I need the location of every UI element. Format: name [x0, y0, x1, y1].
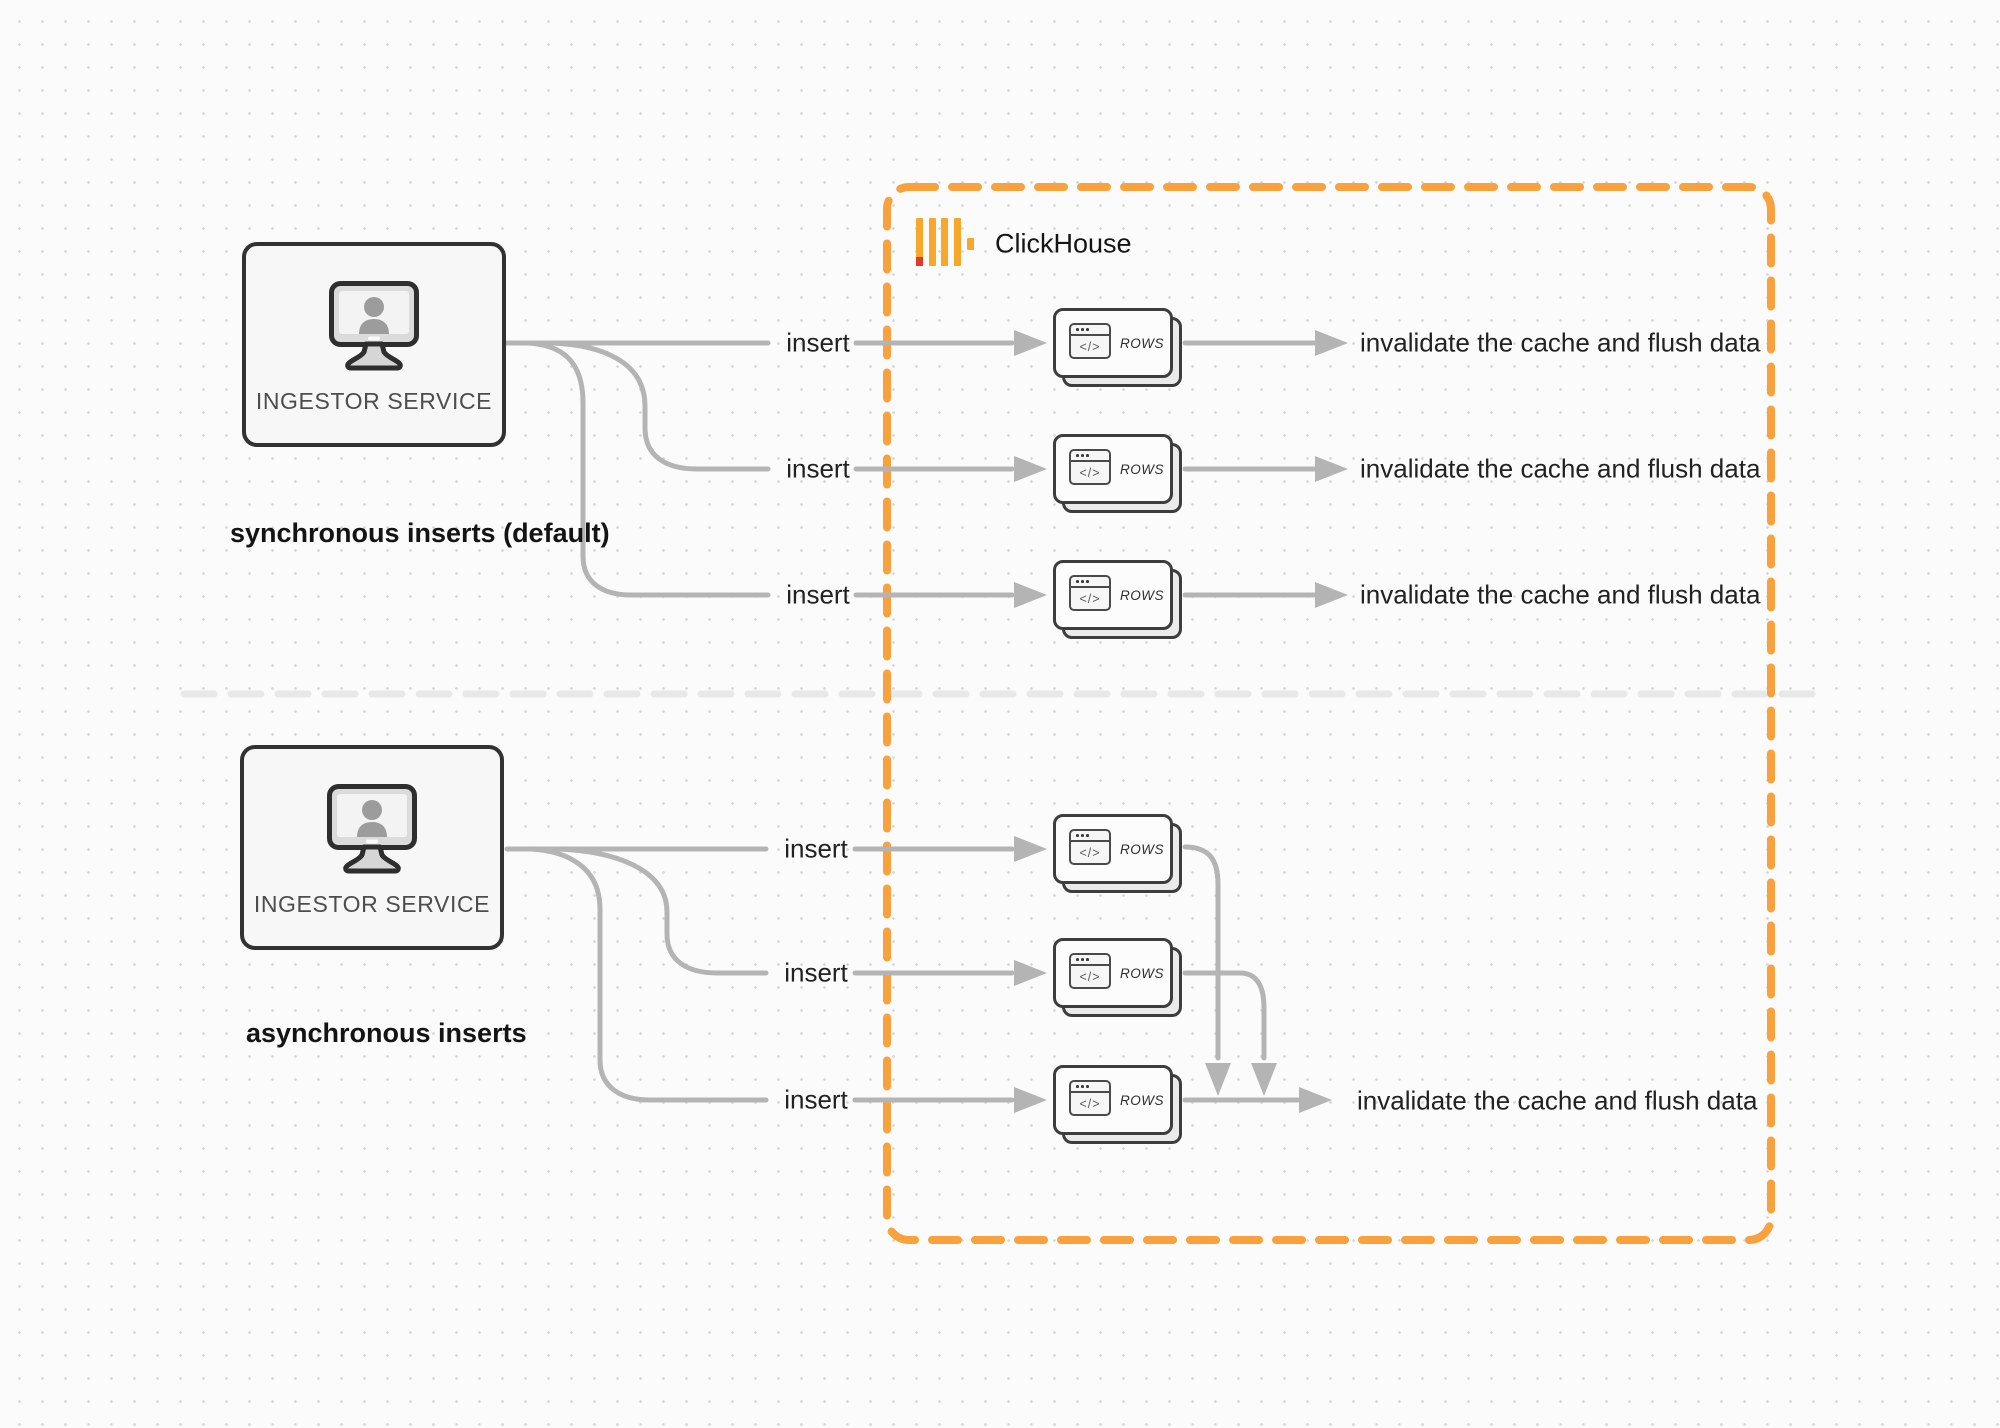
sync-ingestor-label: INGESTOR SERVICE	[255, 388, 493, 414]
rows-label: ROWS	[1120, 841, 1164, 857]
rows-label: ROWS	[1120, 587, 1164, 603]
code-glyph: </>	[1079, 465, 1101, 480]
browser-window-icon: </>	[1069, 575, 1111, 611]
async-rows-card-2: </> ROWS	[1053, 938, 1185, 1020]
arrowheads	[1014, 330, 1348, 1113]
async-caption: asynchronous inserts	[246, 1018, 527, 1048]
code-glyph: </>	[1079, 339, 1101, 354]
browser-window-icon: </>	[1069, 953, 1111, 989]
code-glyph: </>	[1079, 969, 1101, 984]
sync-rows-card-3: </> ROWS	[1053, 560, 1185, 642]
async-insert-label-3: insert	[784, 1084, 848, 1115]
clickhouse-label: ClickHouse	[995, 228, 1132, 259]
sync-insert-label-1: insert	[786, 327, 850, 358]
sync-rows-card-1: </> ROWS	[1053, 308, 1185, 390]
clickhouse-bars-icon	[916, 218, 978, 266]
sync-caption: synchronous inserts (default)	[230, 518, 610, 548]
code-glyph: </>	[1079, 845, 1101, 860]
async-insert-label-1: insert	[784, 833, 848, 864]
async-insert-label-2: insert	[784, 957, 848, 988]
browser-window-icon: </>	[1069, 829, 1111, 865]
sync-ingestor-service-box: INGESTOR SERVICE	[242, 242, 506, 447]
async-ingestor-service-box: INGESTOR SERVICE	[240, 745, 504, 950]
browser-window-icon: </>	[1069, 323, 1111, 359]
monitor-user-icon	[328, 280, 420, 379]
sync-result-label-3: invalidate the cache and flush data	[1360, 579, 1761, 610]
rows-label: ROWS	[1120, 461, 1164, 477]
monitor-user-icon	[326, 783, 418, 882]
rows-label: ROWS	[1120, 965, 1164, 981]
browser-window-icon: </>	[1069, 449, 1111, 485]
clickhouse-container-border	[883, 183, 1775, 1244]
browser-window-icon: </>	[1069, 1080, 1111, 1116]
async-rows-card-1: </> ROWS	[1053, 814, 1185, 896]
sync-insert-label-2: insert	[786, 453, 850, 484]
sync-rows-card-2: </> ROWS	[1053, 434, 1185, 516]
rows-label: ROWS	[1120, 335, 1164, 351]
connector-lines	[504, 340, 1317, 1103]
sync-insert-label-3: insert	[786, 579, 850, 610]
async-ingestor-label: INGESTOR SERVICE	[253, 891, 491, 917]
rows-label: ROWS	[1120, 1092, 1164, 1108]
code-glyph: </>	[1079, 591, 1101, 606]
async-result-label: invalidate the cache and flush data	[1357, 1085, 1758, 1116]
clickhouse-logo: ClickHouse	[916, 217, 1176, 271]
async-rows-card-3: </> ROWS	[1053, 1065, 1185, 1147]
sync-result-label-1: invalidate the cache and flush data	[1360, 327, 1761, 358]
code-glyph: </>	[1079, 1096, 1101, 1111]
sync-result-label-2: invalidate the cache and flush data	[1360, 453, 1761, 484]
